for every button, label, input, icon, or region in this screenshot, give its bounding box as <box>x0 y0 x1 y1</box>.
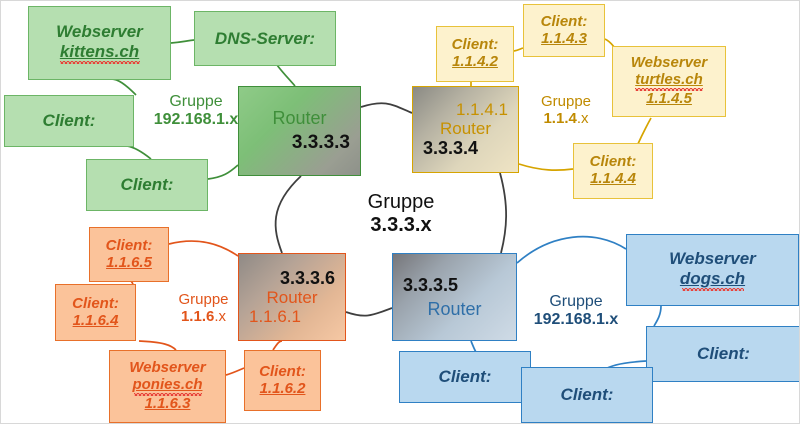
node-line-1: Client: <box>72 294 119 312</box>
router-wan-ip: 3.3.3.3 <box>291 132 350 154</box>
blue-group-label: Gruppe 192.168.1.x <box>521 293 631 330</box>
link-client2-router3 <box>207 164 239 180</box>
backbone-group-label: Gruppe 3.3.3.x <box>331 191 471 237</box>
link-client2-client1 <box>126 145 152 160</box>
node-line-1: Webserver <box>129 358 206 376</box>
node-line-2: ponies.ch <box>132 375 203 393</box>
node-line-2: dogs.ch <box>679 268 746 288</box>
node-line-1: Client: <box>451 36 499 54</box>
link-router3-router4 <box>360 102 413 114</box>
blue-router[interactable]: 3.3.3.5 Router <box>392 253 517 341</box>
link-client142-client143 <box>513 47 524 52</box>
link-router3-router6 <box>274 175 302 254</box>
blue-client-right[interactable]: Client: <box>646 326 799 382</box>
orange-webserver-ponies[interactable]: Webserver ponies.ch 1.1.6.3 <box>109 350 226 423</box>
router-wan-ip: 3.3.3.4 <box>423 138 479 159</box>
node-line-1: Client: <box>589 153 637 171</box>
orange-client-1-1-6-2[interactable]: Client: 1.1.6.2 <box>244 350 321 411</box>
green-group-label: Gruppe 192.168.1.x <box>146 93 246 130</box>
router-name: Router <box>272 108 327 129</box>
node-line-1: Webserver <box>630 53 708 71</box>
spellcheck-squiggle-icon <box>681 287 744 291</box>
group-value-bold: 1.1.6 <box>180 308 215 326</box>
node-line-2: kittens.ch <box>59 41 140 61</box>
gold-group-label: Gruppe 1.1.4.x <box>520 93 612 128</box>
router-name: Router <box>439 119 492 139</box>
group-value: 192.168.1.x <box>153 111 239 129</box>
node-line-3: 1.1.6.3 <box>144 395 191 413</box>
orange-client-1-1-6-4[interactable]: Client: 1.1.6.4 <box>55 284 136 341</box>
router-name: Router <box>266 288 318 308</box>
link-client144-turtles <box>636 117 652 147</box>
link-router4-router5 <box>499 172 508 254</box>
link-router4-client144 <box>518 163 574 171</box>
node-line-1: Client: <box>120 175 174 195</box>
group-caption: Gruppe <box>367 191 435 213</box>
blue-webserver-dogs[interactable]: Webserver dogs.ch <box>626 234 799 306</box>
group-caption: Gruppe <box>549 293 603 310</box>
node-line-1: Webserver <box>56 22 143 42</box>
orange-group-label: Gruppe 1.1.6.x <box>161 291 246 326</box>
green-router[interactable]: Router 3.3.3.3 <box>238 86 361 176</box>
gold-webserver-turtles[interactable]: Webserver turtles.ch 1.1.4.5 <box>612 46 726 117</box>
gold-client-1-1-4-4[interactable]: Client: 1.1.4.4 <box>573 143 653 199</box>
link-kittens-dns <box>170 39 195 44</box>
spellcheck-squiggle-icon <box>635 88 703 92</box>
group-value-tail: .x <box>214 308 227 326</box>
link-client1-kittens <box>110 78 137 96</box>
link-dogs-client-right <box>653 305 662 327</box>
node-line-2: 1.1.4.4 <box>590 170 636 187</box>
node-line-1: Webserver <box>669 249 756 269</box>
gold-client-1-1-4-3[interactable]: Client: 1.1.4.3 <box>523 4 605 57</box>
node-line-2: 1.1.4.2 <box>452 53 498 70</box>
group-value-tail: .x <box>576 110 589 128</box>
group-caption: Gruppe <box>540 93 592 110</box>
node-line-3: 1.1.4.5 <box>646 90 692 108</box>
node-line-2: 1.1.4.3 <box>541 29 587 47</box>
link-client1165-router6 <box>168 240 239 257</box>
group-value-bold: 1.1.4 <box>543 110 577 128</box>
node-line-1: Client: <box>438 367 492 387</box>
link-router6-router5 <box>345 307 393 317</box>
link-client1162-router6 <box>272 340 283 351</box>
green-webserver-kittens[interactable]: Webserver kittens.ch <box>28 6 171 80</box>
link-router5-dogs <box>516 235 627 264</box>
node-line-1: Client: <box>540 12 588 30</box>
gold-client-1-1-4-2[interactable]: Client: 1.1.4.2 <box>436 26 514 82</box>
group-caption: Gruppe <box>169 93 223 110</box>
node-line-2: 1.1.6.2 <box>259 379 306 397</box>
node-line-2: 1.1.6.5 <box>106 253 152 271</box>
node-line-1: Client: <box>560 385 614 405</box>
blue-client-bottom-left[interactable]: Client: <box>399 351 531 403</box>
link-ponies-client1162 <box>225 367 245 376</box>
spellcheck-squiggle-icon <box>133 393 202 397</box>
node-line-1: Client: <box>105 236 153 254</box>
link-ponies-client1164 <box>138 340 177 351</box>
group-value: 192.168.1.x <box>533 311 619 329</box>
node-line-1: Client: <box>42 111 96 131</box>
orange-client-1-1-6-5[interactable]: Client: 1.1.6.5 <box>89 227 169 282</box>
node-line-1: DNS-Server: <box>214 28 316 48</box>
router-lan-ip: 1.1.4.1 <box>456 100 508 120</box>
node-line-1: Client: <box>697 344 750 364</box>
group-value: 1.1.4.x <box>520 110 612 127</box>
spellcheck-squiggle-icon <box>59 60 140 64</box>
node-line-2: 1.1.6.4 <box>72 311 119 329</box>
router-lan-ip: 1.1.6.1 <box>249 307 301 327</box>
blue-client-bottom-mid[interactable]: Client: <box>521 367 653 423</box>
router-wan-ip: 3.3.3.5 <box>403 274 459 295</box>
green-client-1[interactable]: Client: <box>4 95 134 147</box>
green-client-2[interactable]: Client: <box>86 159 208 211</box>
group-caption: Gruppe <box>178 291 229 308</box>
router-wan-ip: 3.3.3.6 <box>279 267 335 288</box>
orange-router[interactable]: 3.3.3.6 Router 1.1.6.1 <box>238 253 346 341</box>
link-dns-router3 <box>276 64 296 87</box>
router-name: Router <box>427 299 482 319</box>
green-dns-server[interactable]: DNS-Server: <box>194 11 336 66</box>
group-value: 1.1.6.x <box>161 308 246 325</box>
gold-router[interactable]: 1.1.4.1 Router 3.3.3.4 <box>412 86 519 173</box>
node-line-1: Client: <box>259 362 306 380</box>
group-value: 3.3.3.x <box>370 214 432 236</box>
node-line-2: turtles.ch <box>635 70 703 88</box>
